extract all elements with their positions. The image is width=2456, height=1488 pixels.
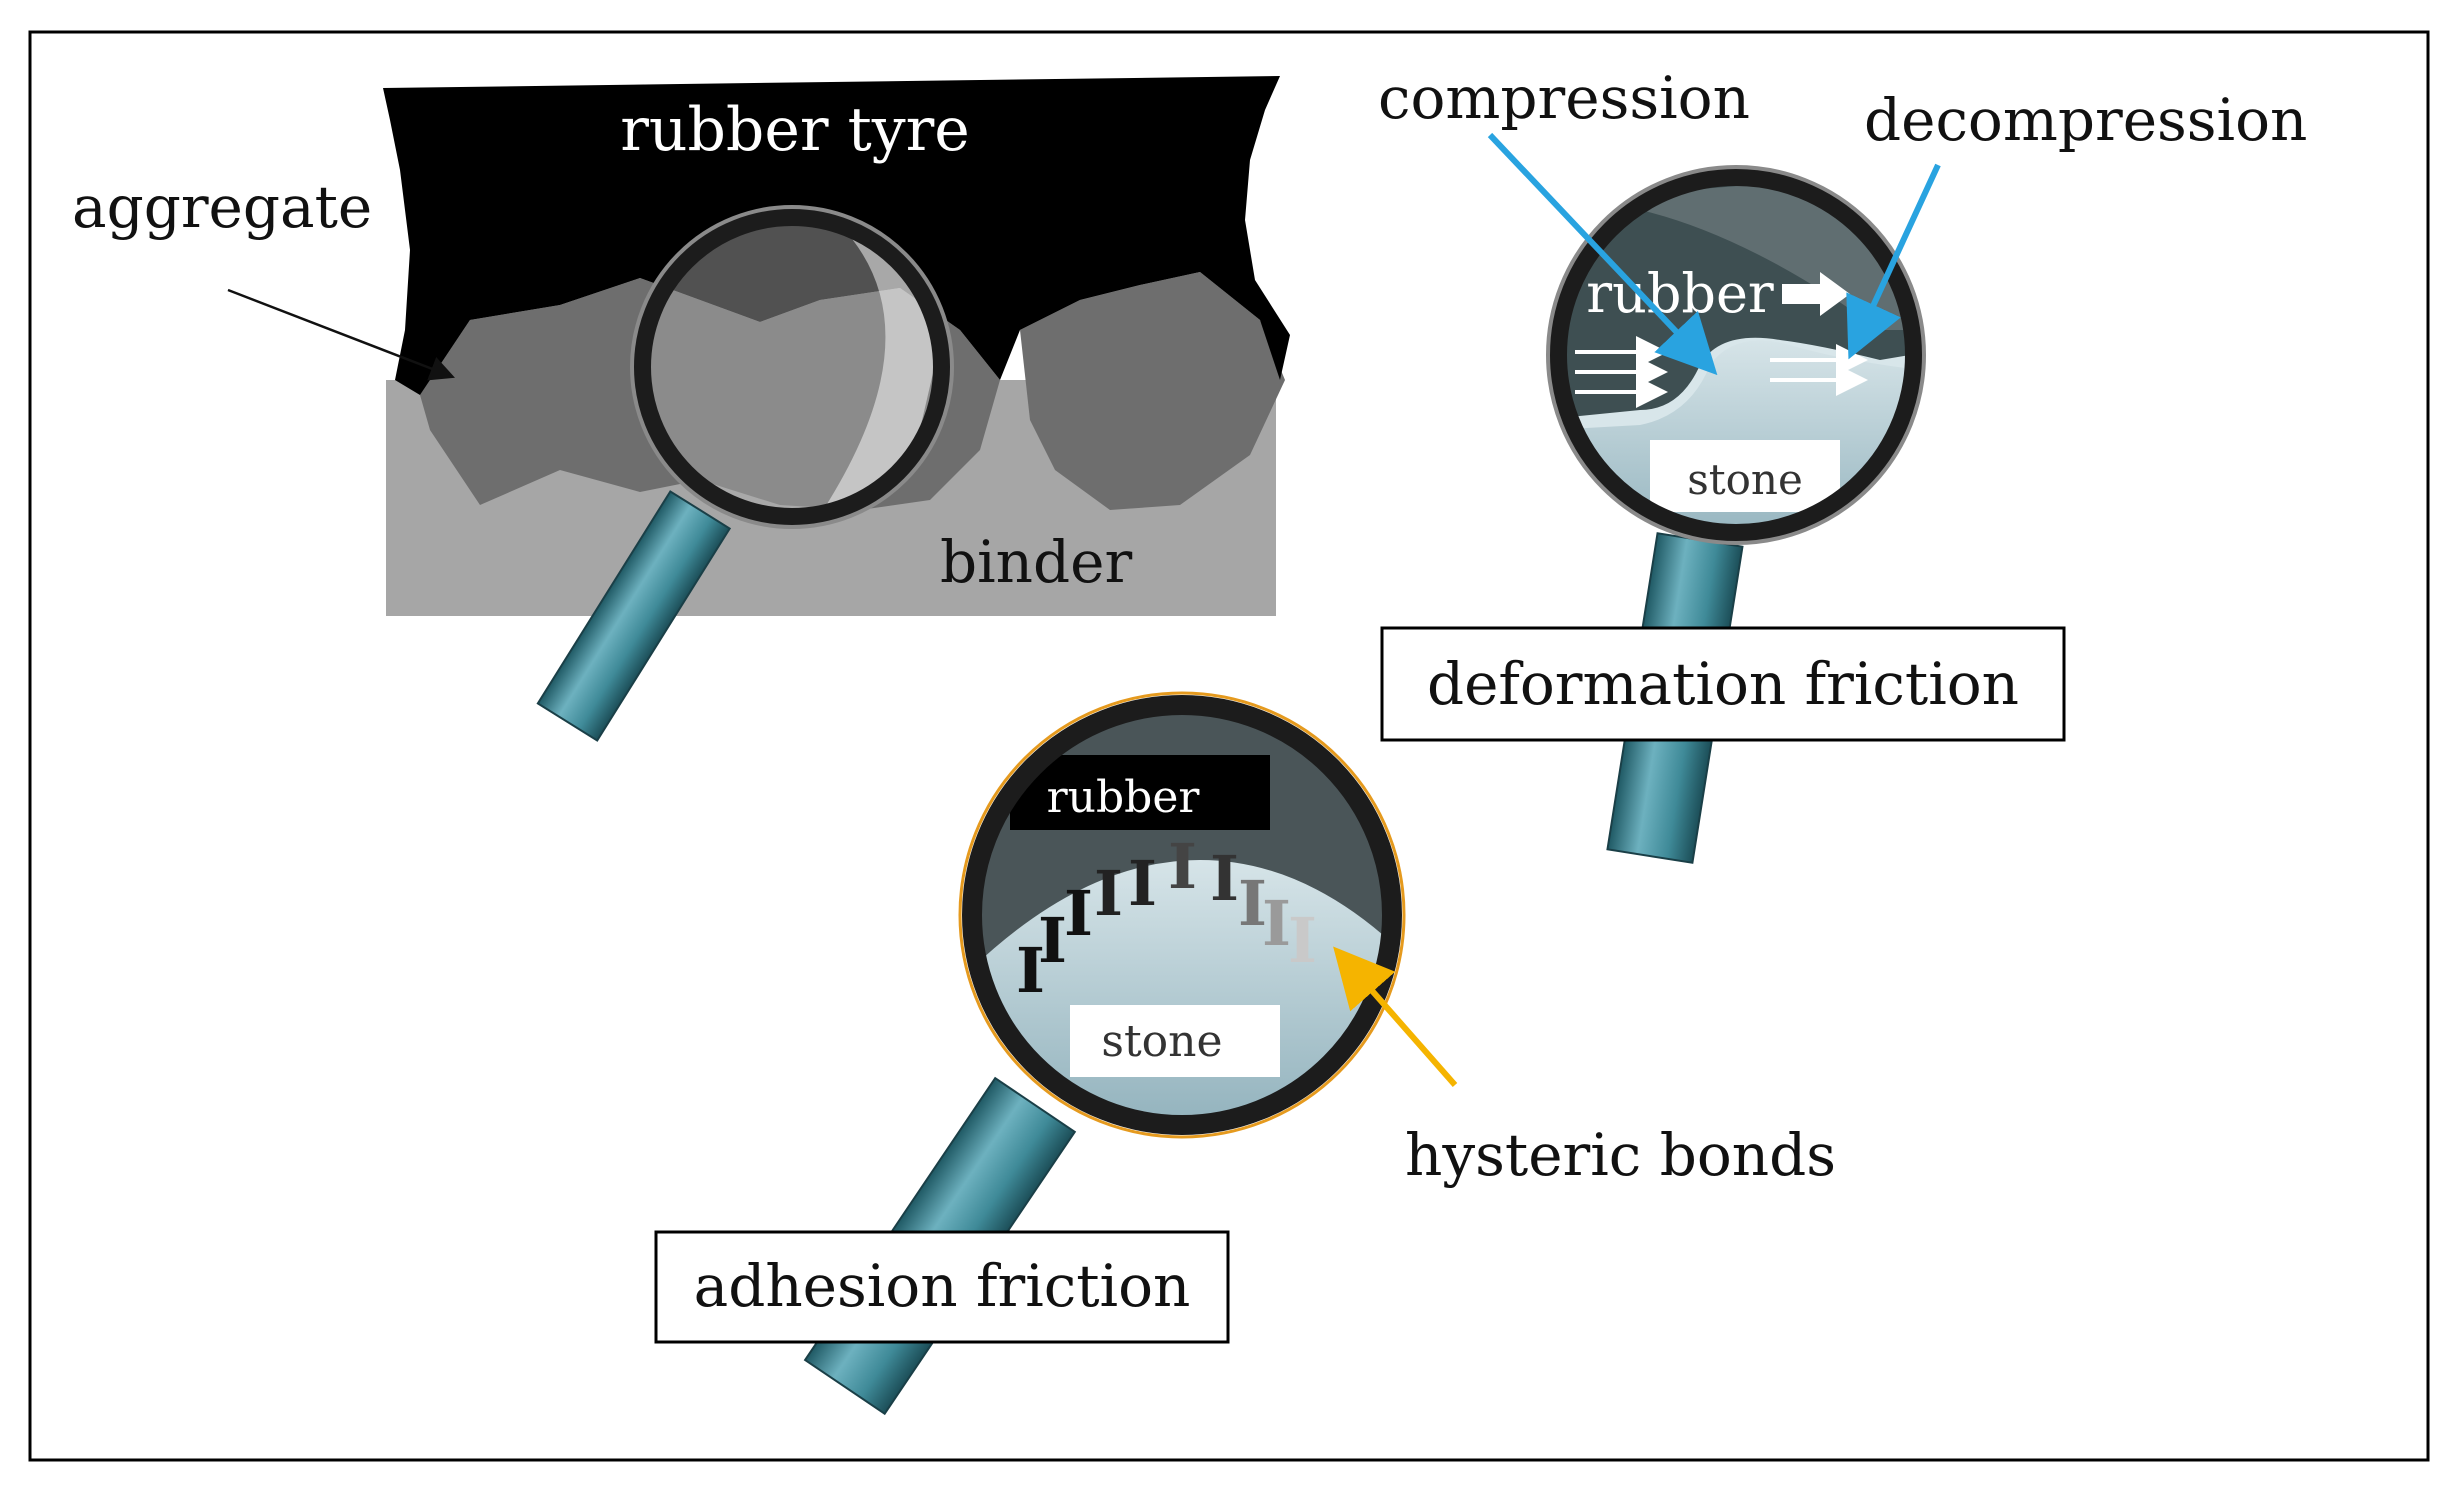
- compression-label: compression: [1378, 64, 1750, 132]
- bond-icon: I: [1128, 847, 1157, 920]
- figure-frame: [28, 30, 2430, 1462]
- hysteric-bonds-arrow: [1333, 946, 1458, 1087]
- aggregate-stone: [1020, 272, 1285, 510]
- magnifier-handle: [536, 490, 732, 742]
- magnifier-icon: [536, 205, 954, 742]
- hysteric-bonds-label: hysteric bonds: [1405, 1121, 1836, 1189]
- binder-label: binder: [940, 528, 1132, 596]
- rubber-label-top: rubber: [1586, 262, 1774, 325]
- rubber-label-bottom: rubber: [1047, 772, 1201, 823]
- stone-box: [1070, 1005, 1280, 1077]
- adhesion-friction-box: [654, 1230, 1230, 1344]
- bond-icon: I I I I I I I I I I: [1016, 830, 1317, 1007]
- stone-label-top: stone: [1687, 455, 1803, 504]
- bond-icon: I: [1168, 830, 1197, 903]
- bond-icon: I: [1262, 887, 1291, 960]
- tyre-block: [383, 76, 1290, 395]
- bond-icon: I: [1210, 842, 1239, 915]
- bond-icon: I: [1288, 904, 1317, 977]
- bond-icon: I: [1064, 877, 1093, 950]
- motion-arrow: [1782, 272, 1850, 316]
- bond-icon: I: [1094, 857, 1123, 930]
- adhesion-friction-label: adhesion friction: [694, 1252, 1191, 1320]
- aggregate-stone: [420, 278, 1000, 510]
- deformation-friction-label: deformation friction: [1427, 650, 2019, 718]
- compression-arrow: [1487, 132, 1718, 376]
- decompression-arrow: [1846, 163, 1941, 360]
- bond-icon: I: [1038, 904, 1067, 977]
- deformation-friction-box: [1380, 626, 2066, 742]
- stone-label-bottom: stone: [1101, 1016, 1222, 1067]
- magnifier-icon: rubber stone: [1546, 165, 1926, 864]
- decompression-label: decompression: [1864, 86, 2307, 154]
- bond-icon: I: [1016, 934, 1045, 1007]
- aggregate-pointer-line: [227, 288, 455, 381]
- road-section: rubber tyre aggregate binder: [72, 76, 1290, 616]
- bond-icon: I: [1238, 867, 1267, 940]
- aggregate-label: aggregate: [72, 173, 372, 241]
- rubber-tyre-label: rubber tyre: [620, 95, 970, 165]
- stone-box: [1650, 440, 1840, 512]
